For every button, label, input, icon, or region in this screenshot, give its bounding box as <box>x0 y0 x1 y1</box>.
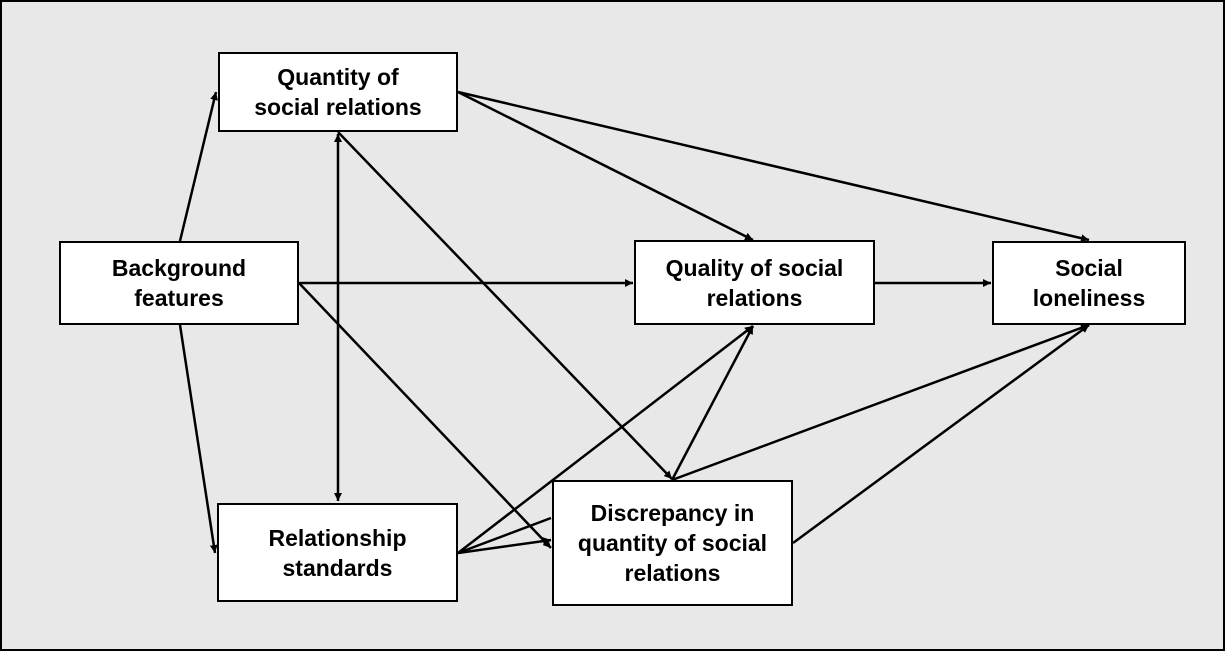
edge-standards-quality <box>457 325 754 554</box>
edge-discrepancy-quality <box>670 325 755 481</box>
node-relationship-standards: Relationship standards <box>217 503 458 602</box>
node-discrepancy-in-quantity: Discrepancy in quantity of social relati… <box>552 480 793 606</box>
edge-standards-discrepancy <box>457 537 552 555</box>
node-quality-of-social-relations: Quality of social relations <box>634 240 875 325</box>
edge-quantity-quality <box>457 90 754 242</box>
edge-background-quantity <box>178 91 219 242</box>
edge-discrepancy-loneliness-a <box>671 323 1090 482</box>
edge-standards-discrepancy-b <box>457 516 552 555</box>
edge-background-standards <box>178 324 218 554</box>
edge-quantity-discrepancy <box>337 131 673 480</box>
edge-quantity-loneliness <box>457 90 1090 243</box>
node-background-features: Background features <box>59 241 299 325</box>
node-quantity-of-social-relations: Quantity of social relations <box>218 52 458 132</box>
edge-discrepancy-loneliness-b <box>792 323 1090 545</box>
node-social-loneliness: Social loneliness <box>992 241 1186 325</box>
